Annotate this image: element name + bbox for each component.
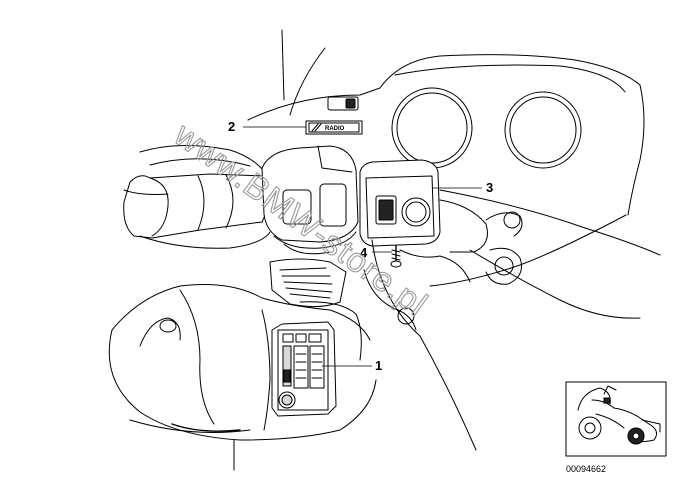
callout-3: 3 (432, 180, 493, 195)
radio-switch-plate: RADIO (305, 120, 363, 135)
gauge-right (504, 91, 582, 169)
callout-label-1: 1 (375, 358, 382, 373)
radio-switch-unit (359, 159, 488, 253)
callout-label-3: 3 (486, 180, 493, 195)
radio-unit (271, 321, 337, 417)
callout-4: 4 (360, 245, 392, 260)
callout-label-4: 4 (360, 245, 368, 260)
lower-fairing (108, 284, 377, 441)
top-switch (327, 96, 359, 111)
callout-label-2: 2 (228, 119, 235, 134)
callout-1: 1 (322, 358, 382, 373)
gauge-left (391, 87, 473, 169)
motorcycle-inset: 00094662 (565, 381, 667, 474)
callout-2: 2 (228, 119, 306, 134)
mounting-screw (390, 245, 402, 268)
motorcycle-icon (577, 385, 661, 445)
fork-line (233, 239, 477, 471)
radio-switch-label: RADIO (325, 126, 345, 132)
fairing-outline (247, 29, 661, 319)
bracket-right (399, 211, 523, 285)
handlebar-switch-housing (261, 145, 359, 255)
inset-part-number: 00094662 (566, 464, 606, 474)
